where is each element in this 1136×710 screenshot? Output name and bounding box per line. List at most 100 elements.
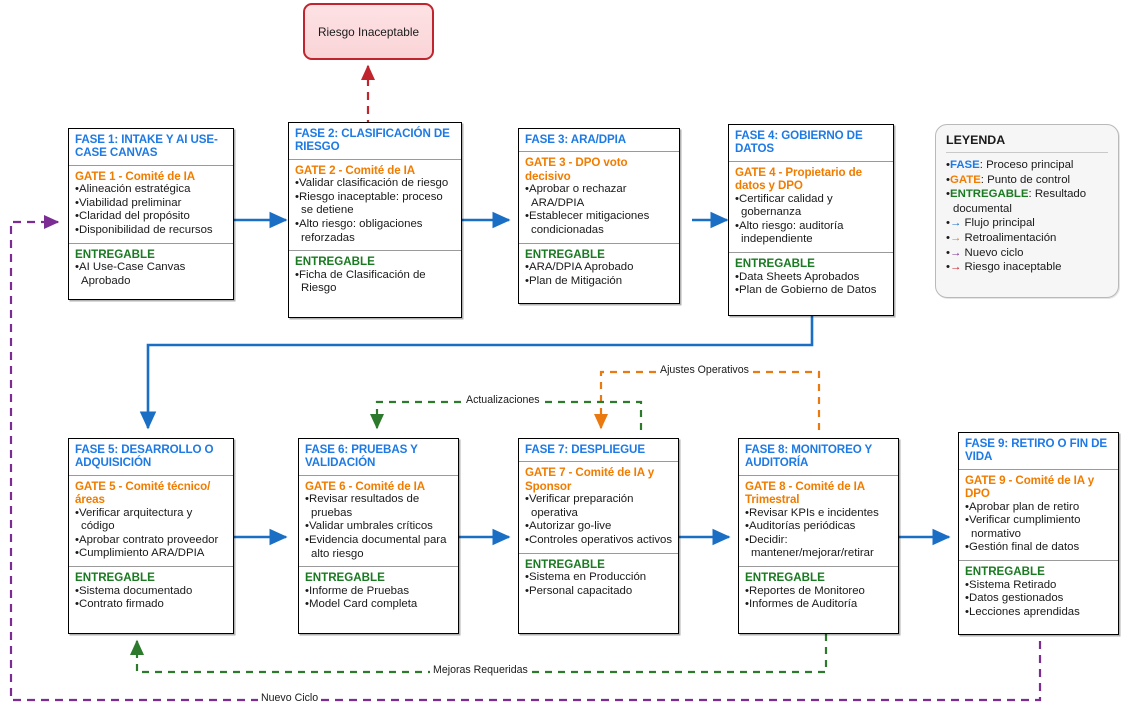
phase-node-3[interactable]: FASE 3: ARA/DPIA GATE 3 - DPO voto decis… [518, 128, 680, 304]
legend-key: FASE [950, 159, 980, 171]
arrow-purple-icon: → [950, 246, 962, 259]
legend-item: ENTREGABLE: Resultado documental [946, 187, 1108, 216]
gate-section: GATE 4 - Propietario de datos y DPO Cert… [729, 160, 893, 252]
phase-header: FASE 8: MONITOREO Y AUDITORÍA [739, 439, 898, 475]
gate-item: Revisar resultados de pruebas [305, 493, 453, 520]
gate-item: Alto riesgo: auditoría independiente [735, 220, 888, 247]
gate-section: GATE 1 - Comité de IA Alineación estraté… [69, 164, 233, 243]
phase-header: FASE 4: GOBIERNO DE DATOS [729, 125, 893, 161]
deliverable-list: Reportes de Monitoreo Informes de Audito… [745, 585, 893, 612]
gate-item: Validar umbrales críticos [305, 520, 453, 534]
phase-node-8[interactable]: FASE 8: MONITOREO Y AUDITORÍA GATE 8 - C… [738, 438, 899, 634]
phase-header: FASE 3: ARA/DPIA [519, 129, 679, 151]
deliverable-list: Sistema documentado Contrato firmado [75, 585, 228, 612]
deliverable-item: ARA/DPIA Aprobado [525, 261, 674, 275]
deliverable-item: Informe de Pruebas [305, 585, 453, 599]
gate-item: Riesgo inaceptable: proceso se detiene [295, 191, 456, 218]
gate-title: GATE 4 - Propietario de datos y DPO [735, 165, 862, 193]
phase-title: FASE 5: DESARROLLO O ADQUISICIÓN [75, 443, 214, 470]
gate-item-list: Aprobar plan de retiro Verificar cumplim… [965, 501, 1113, 555]
deliverable-section: ENTREGABLE Data Sheets Aprobados Plan de… [729, 252, 893, 303]
gate-title: GATE 1 - Comité de IA [75, 169, 196, 183]
phase-header: FASE 5: DESARROLLO O ADQUISICIÓN [69, 439, 233, 475]
legend-text: : Resultado documental [953, 188, 1087, 215]
risk-node[interactable]: Riesgo Inaceptable [303, 3, 434, 60]
edge-label-ajustes-operativos: Ajustes Operativos [657, 364, 752, 376]
phase-node-1[interactable]: FASE 1: INTAKE Y AI USE-CASE CANVAS GATE… [68, 128, 234, 300]
legend-item: → Retroalimentación [946, 231, 1108, 246]
deliverable-title: ENTREGABLE [525, 557, 605, 571]
edge-label-nuevo-ciclo: Nuevo Ciclo [258, 692, 322, 704]
deliverable-item: Sistema Retirado [965, 579, 1113, 593]
legend-divider [946, 152, 1108, 153]
gate-item: Evidencia documental para alto riesgo [305, 534, 453, 561]
phase-node-4[interactable]: FASE 4: GOBIERNO DE DATOS GATE 4 - Propi… [728, 124, 894, 316]
deliverable-item: Personal capacitado [525, 585, 673, 599]
deliverable-list: Ficha de Clasificación de Riesgo [295, 269, 456, 296]
gate-item: Viabilidad preliminar [75, 197, 228, 211]
deliverable-title: ENTREGABLE [745, 571, 825, 584]
deliverable-item: Sistema documentado [75, 585, 228, 599]
phase-node-7[interactable]: FASE 7: DESPLIEGUE GATE 7 - Comité de IA… [518, 438, 679, 634]
gate-item: Cumplimiento ARA/DPIA [75, 547, 228, 561]
phase-title: FASE 4: GOBIERNO DE DATOS [735, 129, 863, 156]
deliverable-item: Ficha de Clasificación de Riesgo [295, 269, 456, 296]
deliverable-title: ENTREGABLE [735, 257, 815, 270]
gate-title: GATE 6 - Comité de IA [305, 479, 426, 493]
phase-header: FASE 6: PRUEBAS Y VALIDACIÓN [299, 439, 458, 475]
deliverable-title: ENTREGABLE [525, 247, 605, 261]
phase-node-9[interactable]: FASE 9: RETIRO O FIN DE VIDA GATE 9 - Co… [958, 432, 1119, 635]
gate-item-list: Certificar calidad y gobernanza Alto rie… [735, 193, 888, 247]
deliverable-section: ENTREGABLE AI Use-Case Canvas Aprobado [69, 242, 233, 294]
phase-node-5[interactable]: FASE 5: DESARROLLO O ADQUISICIÓN GATE 5 … [68, 438, 234, 634]
arrow-orange-icon: → [950, 231, 962, 244]
gate-item: Aprobar o rechazar ARA/DPIA [525, 183, 674, 210]
legend-title: LEYENDA [946, 133, 1006, 147]
gate-item: Alto riesgo: obligaciones reforzadas [295, 218, 456, 245]
legend-text: Flujo principal [961, 217, 1035, 230]
legend-item: → Riesgo inaceptable [946, 260, 1108, 275]
gate-title: GATE 2 - Comité de IA [295, 163, 416, 177]
deliverable-section: ENTREGABLE Informe de Pruebas Model Card… [299, 566, 458, 617]
gate-section: GATE 6 - Comité de IA Revisar resultados… [299, 474, 458, 566]
deliverable-section: ENTREGABLE Reportes de Monitoreo Informe… [739, 566, 898, 617]
legend-item: → Nuevo ciclo [946, 246, 1108, 261]
phase-header: FASE 1: INTAKE Y AI USE-CASE CANVAS [69, 129, 233, 165]
gate-title: GATE 7 - Comité de IA y Sponsor [525, 466, 655, 493]
gate-item-list: Revisar resultados de pruebas Validar um… [305, 493, 453, 561]
legend-list: FASE: Proceso principal GATE: Punto de c… [946, 158, 1108, 275]
deliverable-list: ARA/DPIA Aprobado Plan de Mitigación [525, 261, 674, 288]
gate-item: Aprobar plan de retiro [965, 501, 1113, 515]
legend-panel: LEYENDA FASE: Proceso principal GATE: Pu… [935, 124, 1119, 298]
gate-section: GATE 5 - Comité técnico/áreas Verificar … [69, 474, 233, 566]
phase-title: FASE 8: MONITOREO Y AUDITORÍA [745, 443, 872, 470]
gate-item: Verificar preparación operativa [525, 493, 673, 520]
gate-item: Validar clasificación de riesgo [295, 177, 456, 191]
phase-title: FASE 9: RETIRO O FIN DE VIDA [965, 437, 1107, 464]
edge-label-actualizaciones: Actualizaciones [463, 394, 543, 406]
deliverable-item: Plan de Mitigación [525, 275, 674, 289]
deliverable-item: Reportes de Monitoreo [745, 585, 893, 599]
deliverable-list: Sistema Retirado Datos gestionados Lecci… [965, 579, 1113, 620]
gate-title: GATE 8 - Comité de IA Trimestral [745, 479, 865, 507]
deliverable-list: Informe de Pruebas Model Card completa [305, 585, 453, 612]
deliverable-list: AI Use-Case Canvas Aprobado [75, 261, 228, 288]
phase-node-2[interactable]: FASE 2: CLASIFICACIÓN DE RIESGO GATE 2 -… [288, 122, 462, 318]
phase-title: FASE 2: CLASIFICACIÓN DE RIESGO [295, 127, 450, 154]
deliverable-item: Sistema en Producción [525, 571, 673, 585]
deliverable-item: Model Card completa [305, 598, 453, 612]
gate-item: Auditorías periódicas [745, 520, 893, 534]
gate-item: Alineación estratégica [75, 183, 228, 197]
risk-node-label: Riesgo Inaceptable [318, 24, 419, 39]
phase-node-6[interactable]: FASE 6: PRUEBAS Y VALIDACIÓN GATE 6 - Co… [298, 438, 459, 634]
gate-item: Controles operativos activos [525, 534, 673, 548]
deliverable-list: Sistema en Producción Personal capacitad… [525, 571, 673, 598]
deliverable-title: ENTREGABLE [305, 571, 385, 585]
deliverable-title: ENTREGABLE [295, 255, 375, 269]
edge-actualizaciones [369, 400, 643, 430]
legend-item: FASE: Proceso principal [946, 158, 1108, 173]
deliverable-title: ENTREGABLE [75, 247, 155, 261]
gate-title: GATE 5 - Comité técnico/áreas [75, 479, 211, 507]
gate-item: Revisar KPIs e incidentes [745, 507, 893, 521]
gate-section: GATE 9 - Comité de IA y DPO Aprobar plan… [959, 468, 1118, 560]
